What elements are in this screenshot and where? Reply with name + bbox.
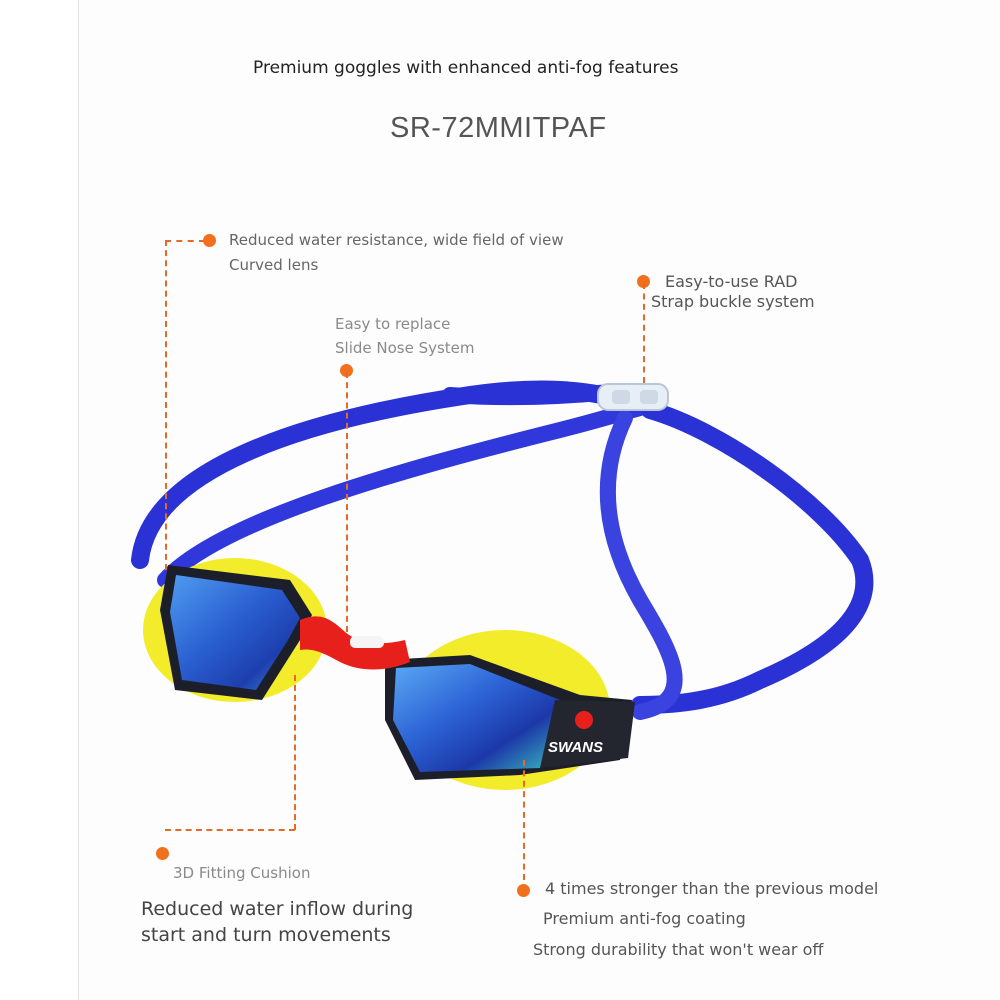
brand-mark-icon (575, 711, 593, 729)
nose-callout-line2: Slide Nose System (335, 339, 475, 357)
coating-callout-line1: 4 times stronger than the previous model (545, 879, 879, 898)
left-lens (170, 575, 300, 690)
nose-callout-dot (340, 364, 353, 377)
nose-leader-v (346, 372, 348, 632)
headline: Premium goggles with enhanced anti-fog f… (253, 58, 679, 78)
lens-callout-dot (203, 234, 216, 247)
nose-bridge (300, 616, 410, 670)
coating-callout-line2: Premium anti-fog coating (543, 909, 746, 928)
brand-logo: SWANS (548, 739, 603, 756)
lens-leader-h (165, 240, 205, 242)
cushion-callout-dot (156, 847, 169, 860)
buckle-callout-line1: Easy-to-use RAD (665, 272, 798, 291)
strap-buckle (597, 383, 669, 411)
cushion-leader-v (294, 675, 296, 830)
lens-callout-line1: Reduced water resistance, wide field of … (229, 231, 564, 249)
strap-right-1 (631, 401, 874, 714)
strap-upper-2 (157, 400, 648, 588)
lens-leader-v (165, 240, 167, 570)
cushion-callout-line1: Reduced water inflow during (141, 898, 414, 920)
cushion-callout-title: 3D Fitting Cushion (173, 864, 311, 882)
left-divider (78, 0, 79, 1000)
buckle-leader-v (643, 283, 645, 383)
strap-right-2 (599, 410, 683, 720)
buckle-callout-dot (637, 275, 650, 288)
nose-callout-line1: Easy to replace (335, 315, 451, 333)
cushion-callout-line2: start and turn movements (141, 924, 391, 946)
coating-leader-v (523, 760, 525, 880)
right-lens (393, 664, 560, 772)
page-background (78, 0, 1000, 1000)
coating-callout-line3: Strong durability that won't wear off (533, 940, 824, 959)
coating-callout-dot (517, 884, 530, 897)
strap-left-back (442, 384, 618, 406)
buckle-callout-line2: Strap buckle system (651, 292, 815, 311)
cushion-leader-h (165, 829, 295, 831)
lens-callout-line2: Curved lens (229, 256, 319, 274)
model-number: SR-72MMITPAF (390, 112, 607, 144)
